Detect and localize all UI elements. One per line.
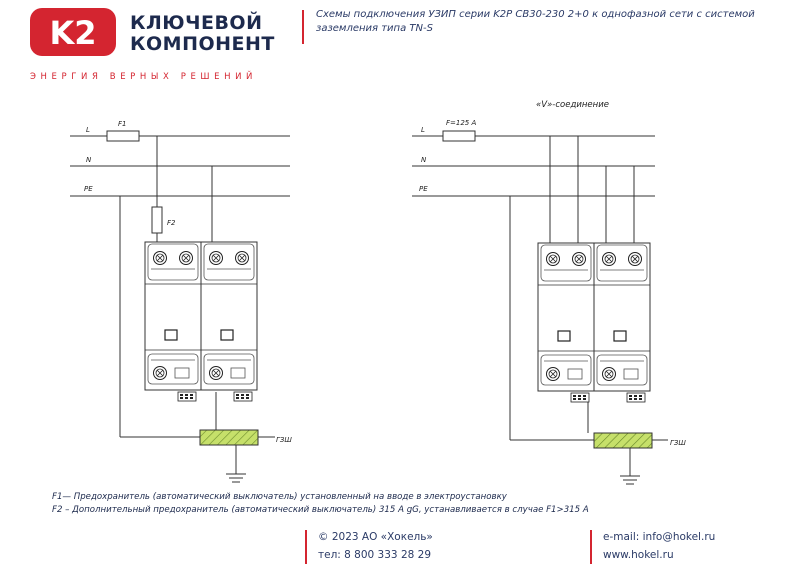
left-ground-bar xyxy=(199,429,259,446)
footer-contacts: e-mail: info@hokel.ru www.hokel.ru xyxy=(603,528,715,564)
right-label-f1: F=125 А xyxy=(446,119,476,127)
diagram-notes: F1— Предохранитель (автоматический выклю… xyxy=(52,491,589,517)
left-label-f2: F2 xyxy=(167,219,176,227)
k2-logo-icon: K2 xyxy=(30,8,116,56)
right-label-ground-bar: ГЗШ xyxy=(670,439,686,447)
footer-website[interactable]: www.hokel.ru xyxy=(603,549,674,561)
left-fuse-f2 xyxy=(151,206,163,234)
left-label-pe: PE xyxy=(84,185,93,193)
footer-email[interactable]: e-mail: info@hokel.ru xyxy=(603,531,716,543)
left-label-ground-bar: ГЗШ xyxy=(276,436,292,444)
right-fuse-f1 xyxy=(442,130,476,142)
left-label-n: N xyxy=(86,156,92,164)
right-ground-bar xyxy=(593,432,653,449)
right-spd-module-1 xyxy=(538,243,594,402)
footer-copyright: © 2023 АО «Хокель» xyxy=(318,531,433,543)
left-spd-module-1 xyxy=(145,242,201,401)
logo-text-line2: КОМПОНЕНТ xyxy=(130,33,275,55)
right-label-n: N xyxy=(421,156,427,164)
right-connection-title: «V»-соединение xyxy=(536,100,609,110)
page-title: Схемы подключения УЗИП серии K2P CB30-23… xyxy=(316,9,755,34)
right-label-l: L xyxy=(421,126,425,134)
left-label-l: L xyxy=(86,126,90,134)
right-diagram xyxy=(412,130,668,485)
footer-divider-right xyxy=(590,530,592,564)
footer-divider-left xyxy=(305,530,307,564)
left-diagram xyxy=(70,130,290,483)
logo-mark-text: K2 xyxy=(49,14,96,52)
left-fuse-f1 xyxy=(106,130,140,142)
note-f1: F1— Предохранитель (автоматический выклю… xyxy=(52,492,507,502)
left-spd-module-2 xyxy=(201,242,257,401)
left-label-f1: F1 xyxy=(118,120,126,128)
logo-slogan: ЭНЕРГИЯ ВЕРНЫХ РЕШЕНИЙ xyxy=(30,72,257,82)
company-logo: K2 КЛЮЧЕВОЙ КОМПОНЕНТ ЭНЕРГИЯ ВЕРНЫХ РЕШ… xyxy=(30,8,280,83)
note-f2: F2 – Дополнительный предохранитель (авто… xyxy=(52,505,589,515)
footer-company: © 2023 АО «Хокель» тел: 8 800 333 28 29 xyxy=(318,528,433,564)
header-divider xyxy=(302,10,304,44)
logo-text-line1: КЛЮЧЕВОЙ xyxy=(130,12,263,34)
right-label-pe: PE xyxy=(419,185,428,193)
right-spd-module-2 xyxy=(594,243,650,402)
footer-phone: тел: 8 800 333 28 29 xyxy=(318,549,431,561)
